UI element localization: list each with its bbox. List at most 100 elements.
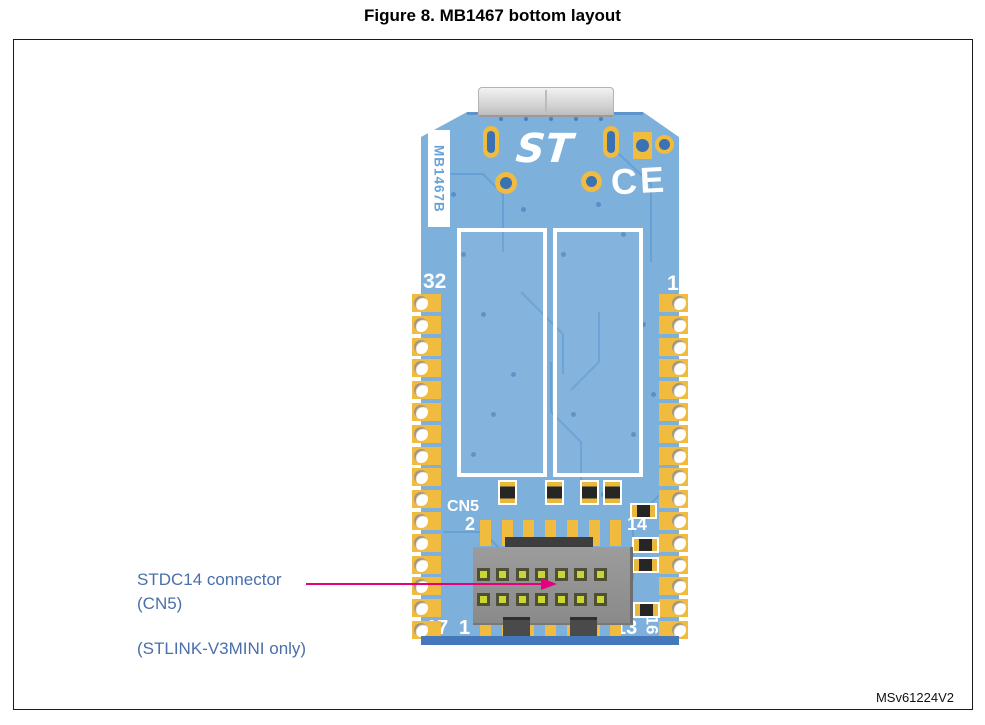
smt-pad-bottom bbox=[610, 617, 621, 643]
through-hole-dot bbox=[599, 117, 603, 121]
castellation-hole-right bbox=[672, 405, 686, 419]
castellation-hole-left bbox=[414, 296, 428, 310]
castellation-hole-left bbox=[414, 383, 428, 397]
castellation-hole-right bbox=[672, 623, 686, 637]
figure-reference-id: MSv61224V2 bbox=[875, 690, 954, 705]
via-dot bbox=[471, 452, 476, 457]
usb-shell-seam bbox=[545, 90, 547, 112]
connector-pin bbox=[555, 568, 568, 581]
smt-pad-top bbox=[502, 520, 513, 546]
smt-pad-top bbox=[545, 520, 556, 546]
smd-component bbox=[545, 480, 564, 505]
cn5-pin-2: 2 bbox=[465, 514, 476, 534]
via-dot bbox=[461, 252, 466, 257]
smd-component bbox=[632, 557, 659, 573]
via-dot bbox=[491, 412, 496, 417]
via-dot bbox=[481, 312, 486, 317]
connector-pin bbox=[496, 593, 509, 606]
board-bottom-edge bbox=[421, 636, 679, 645]
castellation-hole-left bbox=[414, 558, 428, 572]
connector-pin bbox=[535, 568, 548, 581]
castellation-hole-left bbox=[414, 514, 428, 528]
cn5-pin-1: 1 bbox=[459, 617, 471, 639]
connector-pin bbox=[594, 593, 607, 606]
callout-line-1: STDC14 connector bbox=[137, 570, 282, 589]
connector-pin bbox=[496, 568, 509, 581]
usb-connector bbox=[478, 87, 614, 117]
via-pad bbox=[581, 171, 602, 192]
cn5-pin-14: 14 bbox=[627, 514, 648, 534]
callout-line-2: (CN5) bbox=[137, 594, 183, 613]
connector-foot bbox=[503, 617, 530, 640]
castellation-hole-left bbox=[414, 449, 428, 463]
castellation-hole-left bbox=[414, 340, 428, 354]
through-hole-dot bbox=[524, 117, 528, 121]
callout-text: STDC14 connector (CN5) (STLINK-V3MINI on… bbox=[137, 568, 306, 661]
castellation-hole-right bbox=[672, 492, 686, 506]
castellation-hole-right bbox=[672, 558, 686, 572]
via-dot bbox=[561, 252, 566, 257]
through-hole-dot bbox=[549, 117, 553, 121]
castellation-hole-right bbox=[672, 340, 686, 354]
board-reference-label: MB1467B bbox=[428, 130, 450, 227]
callout-gap bbox=[137, 616, 306, 637]
castellation-hole-left bbox=[414, 623, 428, 637]
castellation-hole-left bbox=[414, 405, 428, 419]
connector-pin bbox=[594, 568, 607, 581]
smd-component bbox=[630, 503, 657, 519]
castellation-hole-right bbox=[672, 601, 686, 615]
cn5-label: CN5 bbox=[447, 498, 480, 515]
smt-pad-bottom bbox=[545, 617, 556, 643]
via-dot bbox=[641, 322, 646, 327]
connector-pin bbox=[574, 568, 587, 581]
via-dot bbox=[521, 207, 526, 212]
castellation-hole-right bbox=[672, 427, 686, 441]
callout-line-3: (STLINK-V3MINI only) bbox=[137, 639, 307, 658]
component-outline-right bbox=[553, 228, 643, 477]
connector-pin bbox=[574, 593, 587, 606]
castellation-hole-right bbox=[672, 579, 686, 593]
component-outline-left bbox=[457, 228, 547, 477]
castellation-hole-left bbox=[414, 536, 428, 550]
via-dot bbox=[621, 232, 626, 237]
smd-component bbox=[603, 480, 622, 505]
castellation-hole-left bbox=[414, 427, 428, 441]
connector-pin bbox=[535, 593, 548, 606]
smd-component bbox=[498, 480, 517, 505]
castellation-hole-left bbox=[414, 579, 428, 593]
castellation-hole-right bbox=[672, 383, 686, 397]
smt-pad-bottom bbox=[480, 617, 491, 643]
pcb-board: MB1467B ST CE 32 1 CN5 2 bbox=[412, 87, 688, 645]
stdc14-keying-tab bbox=[505, 537, 593, 548]
usb-slot-pad bbox=[603, 126, 619, 158]
castellation-hole-left bbox=[414, 318, 428, 332]
via-dot bbox=[451, 192, 456, 197]
through-hole-dot bbox=[574, 117, 578, 121]
via-dot bbox=[511, 372, 516, 377]
drill-hole bbox=[636, 139, 649, 152]
ce-marking: CE bbox=[609, 158, 669, 203]
connector-pin bbox=[477, 593, 490, 606]
st-logo: ST bbox=[514, 126, 578, 172]
figure-frame: MB1467B ST CE 32 1 CN5 2 bbox=[13, 39, 973, 710]
figure-title: Figure 8. MB1467 bottom layout bbox=[364, 6, 621, 25]
castellation-hole-right bbox=[672, 514, 686, 528]
via-dot bbox=[596, 202, 601, 207]
smd-component bbox=[580, 480, 599, 505]
pin-number-32: 32 bbox=[423, 270, 447, 293]
via-pad bbox=[655, 135, 674, 154]
stdc14-connector bbox=[473, 547, 633, 625]
castellation-hole-right bbox=[672, 470, 686, 484]
via-dot bbox=[651, 392, 656, 397]
smd-component bbox=[632, 537, 659, 553]
castellation-hole-right bbox=[672, 296, 686, 310]
via-dot bbox=[631, 432, 636, 437]
smt-pad-top bbox=[480, 520, 491, 546]
castellation-hole-right bbox=[672, 318, 686, 332]
connector-foot bbox=[570, 617, 597, 640]
smt-pad-top bbox=[523, 520, 534, 546]
castellation-hole-right bbox=[672, 536, 686, 550]
castellation-hole-right bbox=[672, 449, 686, 463]
castellation-hole-left bbox=[414, 361, 428, 375]
